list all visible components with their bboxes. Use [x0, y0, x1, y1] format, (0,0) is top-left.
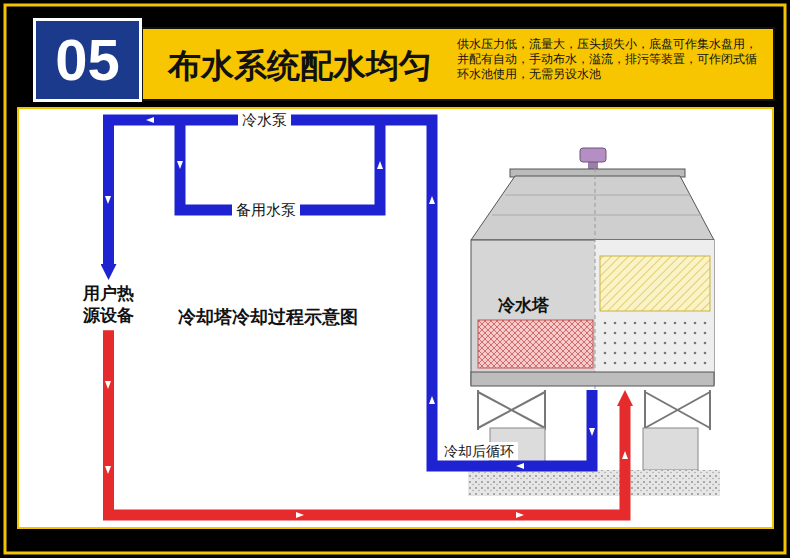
flow-arrow — [516, 463, 524, 469]
header-banner — [142, 28, 774, 100]
flow-arrow — [516, 512, 524, 518]
node-text: 05 — [55, 31, 120, 89]
pump-label: 冷水泵 — [238, 110, 291, 130]
water-distribution — [600, 256, 710, 311]
flow-arrow — [105, 196, 111, 204]
flow-arrow — [377, 161, 383, 169]
equipment-box: 用户热源设备 — [80, 280, 137, 330]
flow-arrow — [429, 396, 435, 404]
tower-cutaway — [595, 240, 714, 385]
node-text: 冷水塔 — [498, 294, 549, 317]
flow-arrow — [105, 381, 111, 389]
flow-arrow — [589, 428, 595, 436]
fan-motor — [580, 148, 606, 162]
description-note: 供水压力低，流量大，压头损失小，底盘可作集水盘用，并配有自动，手动布水，溢流，排… — [457, 37, 763, 82]
flow-arrow — [146, 117, 154, 123]
tower-body — [471, 240, 714, 385]
cooling-tower-outline — [470, 168, 715, 390]
flow-arrow — [296, 512, 304, 518]
cap-ribs — [492, 195, 702, 215]
page-title: 布水系统配水均匀 — [168, 44, 432, 89]
section-number-box: 05 — [33, 18, 142, 102]
rain-zone — [600, 320, 710, 368]
node-text: 用户热源设备 — [83, 283, 134, 327]
center-line — [595, 168, 596, 390]
fill-media — [478, 320, 593, 368]
pump-branch-pipe — [180, 120, 380, 210]
flow-arrow — [177, 161, 183, 169]
white-panel — [18, 108, 773, 528]
basin — [471, 372, 714, 386]
ground — [468, 470, 720, 496]
pipe-label: 冷却后循环 — [440, 442, 518, 460]
flow-arrow — [622, 451, 628, 459]
flow-arrow — [105, 466, 111, 474]
concrete-pier — [643, 428, 698, 470]
outer-frame — [5, 5, 785, 553]
pump-label: 备用水泵 — [232, 200, 300, 220]
tower-cap — [471, 176, 714, 240]
flow-arrow — [429, 196, 435, 204]
diagram-caption-label: 冷却塔冷却过程示意图 — [178, 305, 358, 329]
cooling-tower: 冷水塔 — [470, 168, 715, 390]
